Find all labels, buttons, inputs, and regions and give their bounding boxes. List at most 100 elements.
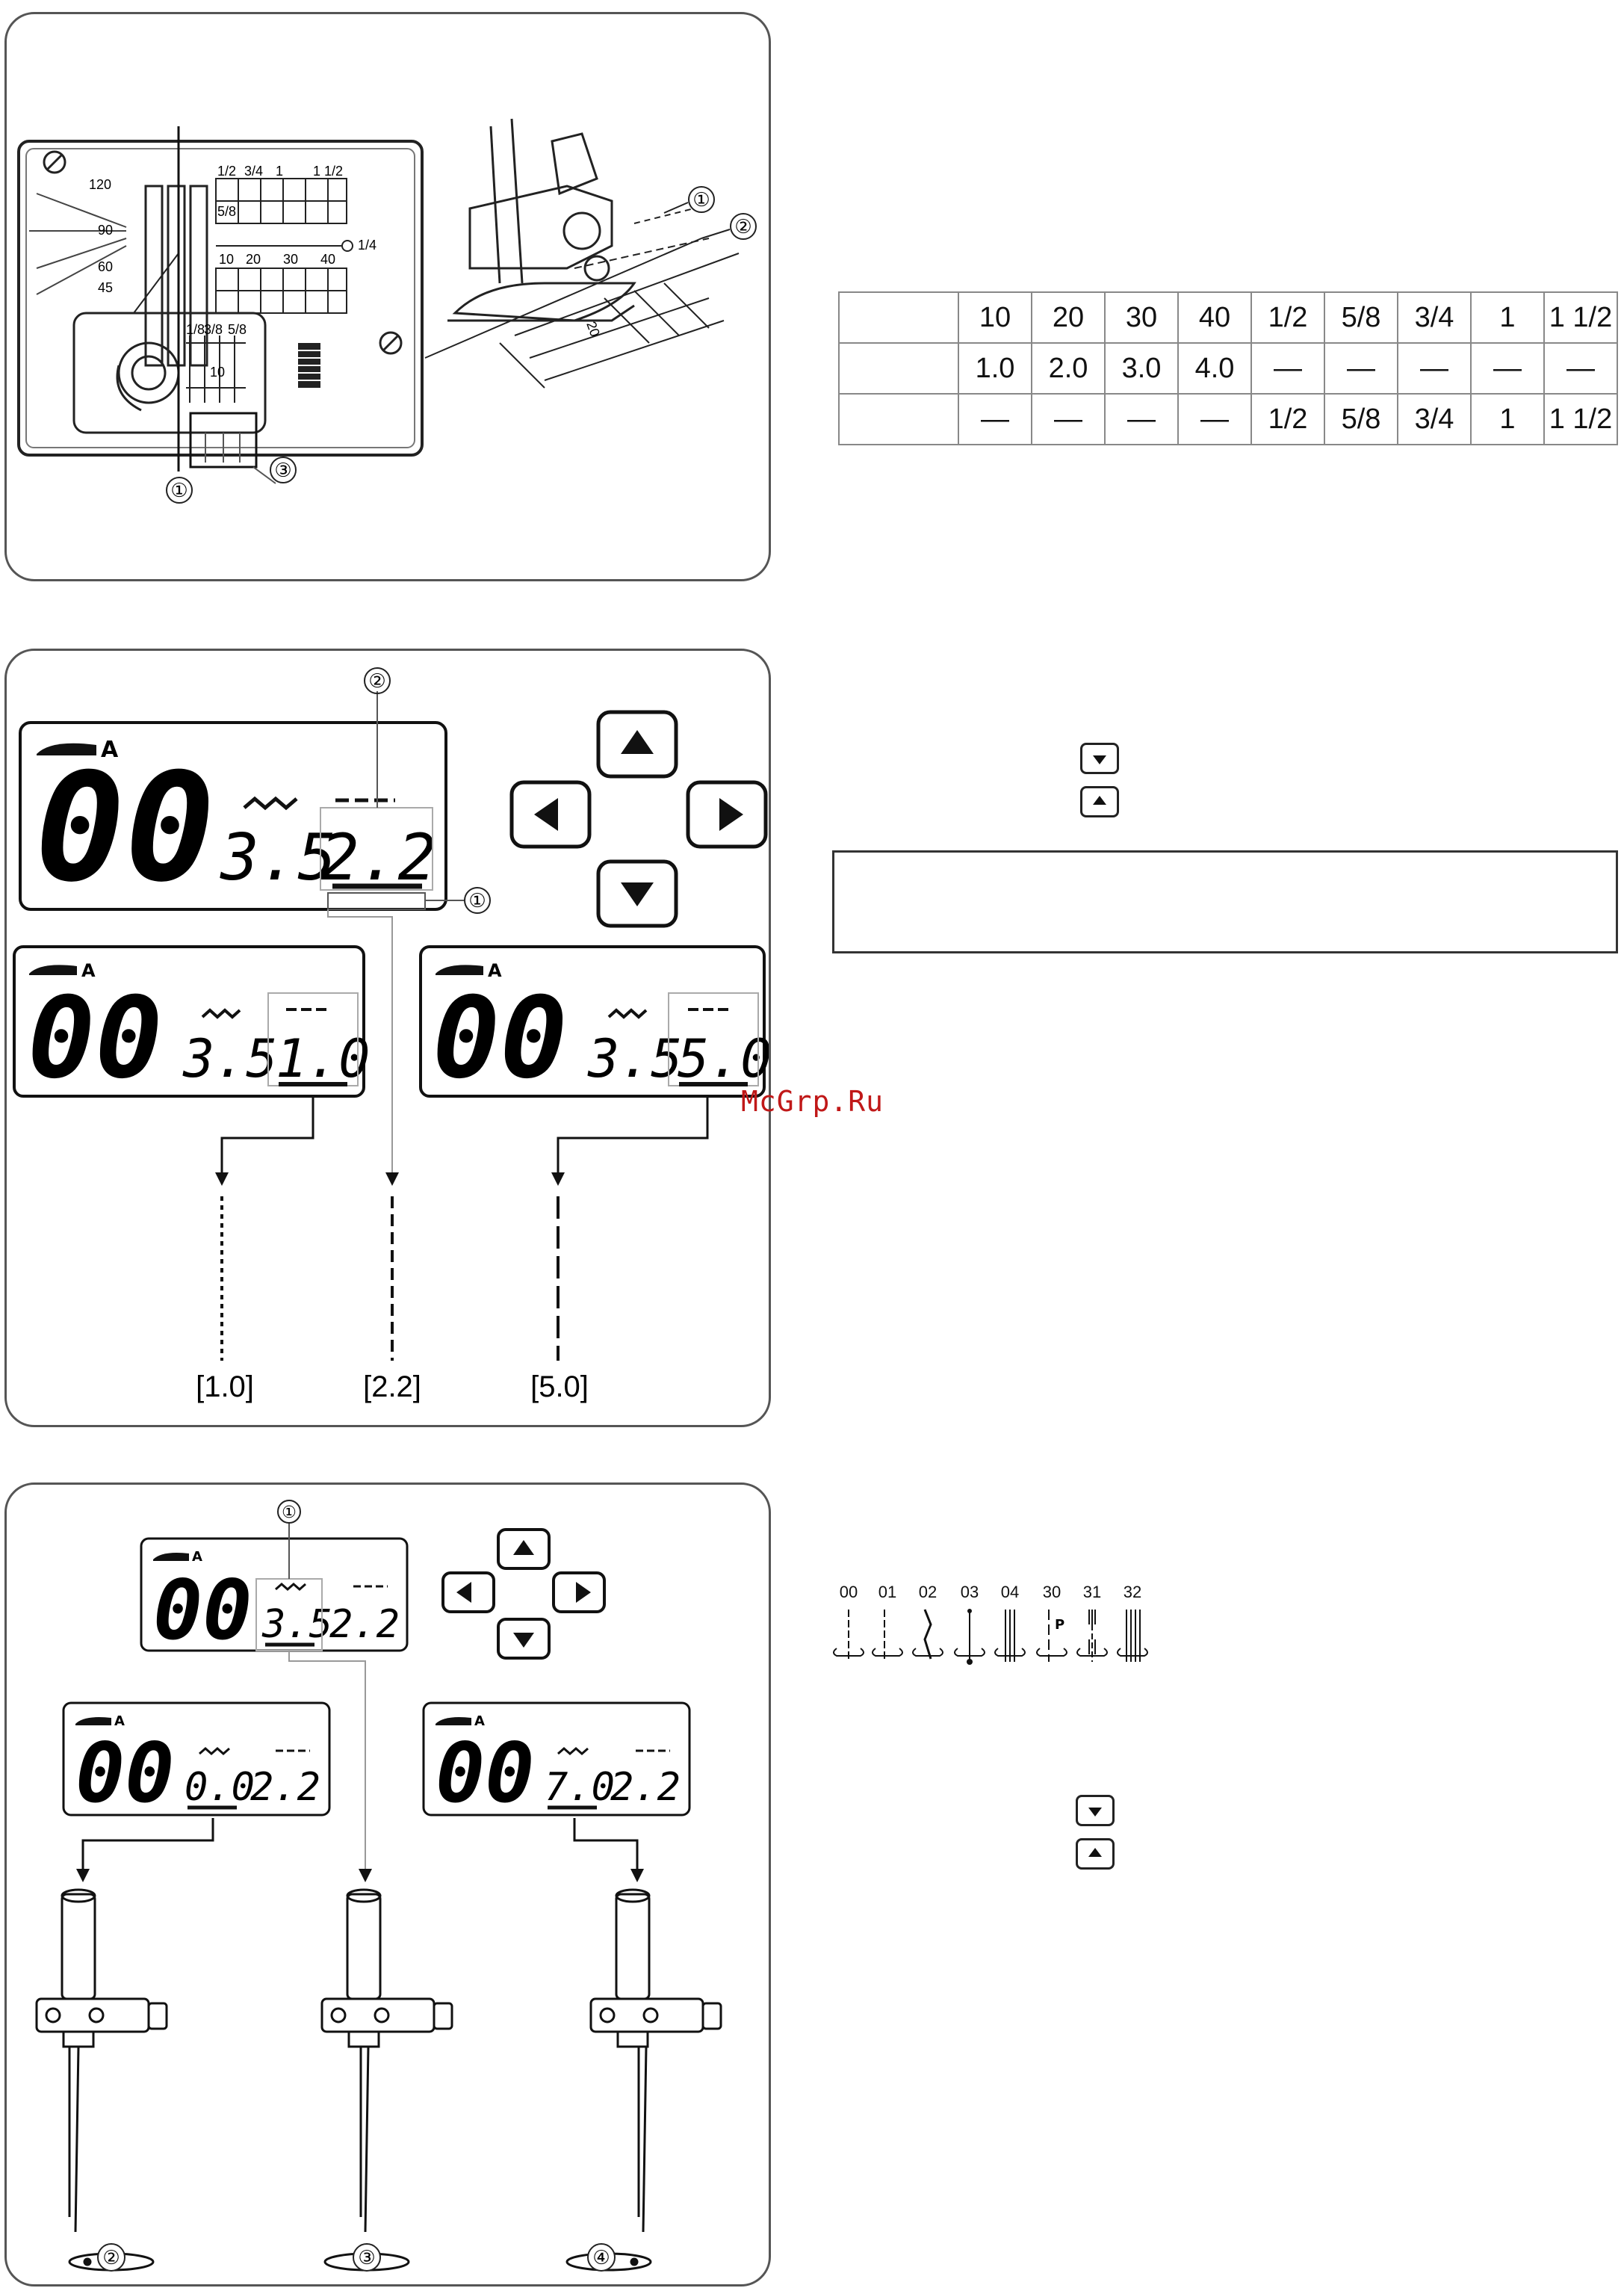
- stitch-label-5-0: [5.0]: [530, 1370, 589, 1403]
- pattern-label-32: 32: [1123, 1583, 1142, 1601]
- arrow-key-pad: [441, 1528, 606, 1660]
- width-zigzag-icon: [243, 796, 298, 811]
- inch-half-label: 1/2: [217, 164, 236, 179]
- right-arrow-icon: [719, 798, 743, 831]
- inch-3-8-label: 3/8: [204, 322, 223, 337]
- straight-stitch-icon: [872, 1610, 903, 1659]
- up-key-icon: [1080, 786, 1119, 817]
- pattern-number-right: 00: [433, 974, 568, 1104]
- callout-1-foot: ①: [692, 189, 710, 211]
- stitch-width-value: 3.5: [220, 820, 336, 895]
- pattern-number: 00: [153, 1562, 252, 1658]
- note-box: [832, 850, 1618, 953]
- inch-1-8-label: 1/8: [186, 322, 205, 337]
- needle-plate-guide-panel: ① ③ ① ② 120 90 60 45 1/2 3/4 1 1 1/2 5/8…: [4, 12, 771, 581]
- callout-1: ①: [282, 1503, 297, 1522]
- callout-3: ③: [274, 460, 291, 482]
- pattern-label-00: 00: [839, 1583, 858, 1601]
- right-lcd-display: [419, 945, 766, 1098]
- mode-label-right: A: [474, 1713, 485, 1729]
- heavy-stitch-icon: [1117, 1610, 1148, 1662]
- pattern-label-31: 31: [1082, 1583, 1102, 1601]
- stitch-length-right: 5.0: [678, 1028, 769, 1089]
- inch-5-8b-label: 5/8: [228, 322, 247, 337]
- arrow-key-pad: [509, 710, 768, 928]
- mode-label: A: [101, 737, 119, 763]
- stitch-width-right: 7.0: [545, 1765, 615, 1810]
- watermark: McGrp.Ru: [741, 1085, 884, 1118]
- pattern-number-left: 00: [28, 974, 163, 1104]
- needle-plate-illustration: ① ③ ① ② 120 90 60 45 1/2 3/4 1 1 1/2 5/8…: [17, 118, 757, 504]
- down-arrow-icon: [621, 882, 654, 906]
- main-lcd-display: [19, 721, 447, 911]
- callout-2: ②: [368, 670, 385, 693]
- stitch-width-value: 3.5: [261, 1602, 332, 1647]
- needle-right-position: [565, 1888, 722, 2272]
- stitch-length-left: 1.0: [276, 1028, 370, 1089]
- stitch-length-value: 2.2: [329, 1602, 400, 1647]
- inch-1-label: 1: [276, 164, 283, 179]
- triple-stitch-icon: [994, 1610, 1026, 1662]
- inch-1-4-label: 1/4: [358, 238, 376, 253]
- callout-1: ①: [170, 480, 187, 502]
- stitch-length-value: 2.2: [320, 820, 436, 895]
- callout-1: ①: [468, 890, 486, 912]
- basting-stitch-icon: P: [1036, 1610, 1067, 1662]
- pattern-30-mark: P: [1055, 1617, 1064, 1633]
- needle-left-position: [35, 1888, 168, 2272]
- mm-30-label: 30: [283, 252, 298, 267]
- angle-120-label: 120: [89, 177, 111, 192]
- mm-20-label: 20: [246, 252, 261, 267]
- left-lcd-display: [13, 945, 365, 1098]
- tack-stitch-icon: [954, 1609, 985, 1665]
- lock-stitch-icon: [912, 1609, 943, 1660]
- mode-label-left: A: [114, 1713, 125, 1729]
- needle-center-position: [320, 1888, 453, 2272]
- right-arrow-icon: [576, 1582, 591, 1603]
- stitch-label-2-2: [2.2]: [363, 1370, 421, 1403]
- up-arrow-icon: [513, 1540, 534, 1555]
- stitch-length-illustration: A 00 3.5 2.2 ② ① A 00 3.5: [13, 667, 769, 1403]
- callout-2-foot: ②: [734, 216, 751, 238]
- stitch-width-right: 3.5: [587, 1028, 682, 1089]
- up-key-icon: [1076, 1838, 1115, 1870]
- mm-10-label: 10: [219, 252, 234, 267]
- left-arrow-icon: [534, 798, 558, 831]
- pattern-label-01: 01: [878, 1583, 897, 1601]
- inch-3-4-label: 3/4: [244, 164, 263, 179]
- stitch-length-panel: A 00 3.5 2.2 ② ① A 00 3.5: [4, 649, 771, 1427]
- stitch-length-left: 2.2: [250, 1765, 320, 1810]
- seam-guide-conversion-table: 10 20 30 40 1/2 5/8 3/4 1 1 1/2 1.0 2.0 …: [838, 291, 1618, 445]
- stitch-label-1-0: [1.0]: [196, 1370, 254, 1403]
- mm-40-label: 40: [320, 252, 335, 267]
- mode-label-left: A: [81, 960, 96, 981]
- left-arrow-icon: [456, 1582, 471, 1603]
- up-arrow-icon: [621, 730, 654, 754]
- down-key-icon: [1080, 743, 1119, 774]
- inch-1-half-label: 1 1/2: [313, 164, 343, 179]
- stitch-width-left: 3.5: [182, 1028, 277, 1089]
- presser-foot-icon: [37, 743, 96, 755]
- table-row: 10 20 30 40 1/2 5/8 3/4 1 1 1/2: [838, 291, 1618, 344]
- straight-stitch-icon: [833, 1610, 864, 1659]
- pattern-label-03: 03: [960, 1583, 979, 1601]
- pattern-label-04: 04: [1000, 1583, 1020, 1601]
- table-row: — — — — 1/2 5/8 3/4 1 1 1/2: [838, 393, 1618, 445]
- down-key-icon: [1076, 1795, 1115, 1826]
- pattern-number-right: 00: [436, 1725, 534, 1821]
- right-lcd-display: [422, 1701, 691, 1817]
- stitch-width-left: 0.0: [185, 1765, 255, 1810]
- needle-position-illustration: A 00 3.5 2.2 ① A 00 0.0 2.2: [35, 1500, 722, 2272]
- inch-5-8-label: 5/8: [217, 204, 236, 219]
- angle-45-label: 45: [98, 280, 113, 295]
- stitch-length-right: 2.2: [610, 1765, 681, 1810]
- needle-position-panel: A 00 3.5 2.2 ① A 00 0.0 2.2: [4, 1482, 771, 2287]
- left-lcd-display: [62, 1701, 331, 1817]
- mode-label-right: A: [488, 960, 502, 981]
- angle-60-label: 60: [98, 259, 113, 274]
- down-arrow-icon: [513, 1633, 534, 1648]
- table-row: 1.0 2.0 3.0 4.0 — — — — —: [838, 342, 1618, 395]
- foot-20-label: 20: [583, 320, 603, 339]
- mode-label: A: [192, 1549, 202, 1565]
- pattern-label-02: 02: [918, 1583, 937, 1601]
